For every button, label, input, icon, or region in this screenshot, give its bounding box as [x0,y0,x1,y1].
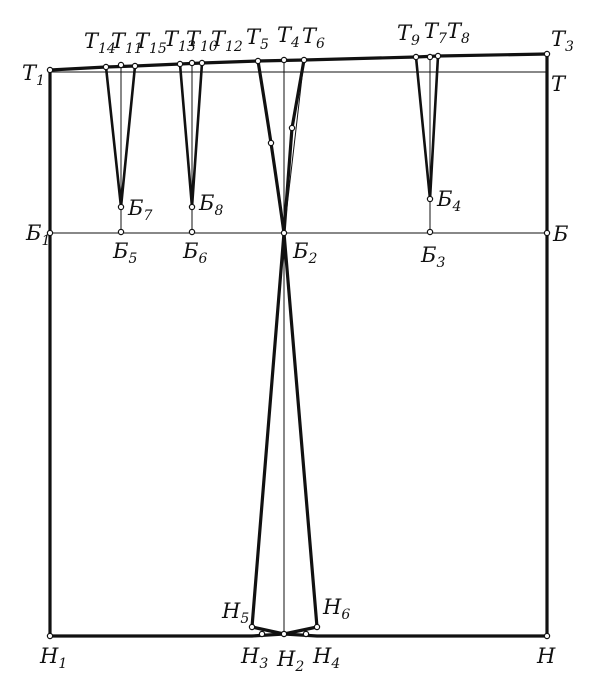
point-T5 [254,57,262,65]
label-B: Б [552,222,568,246]
label-B4: Б4 [436,187,461,215]
label-H2: H2 [276,647,304,675]
hem-line [48,632,549,638]
point-side-right [288,124,296,132]
pattern-outline [48,52,549,638]
label-B7: Б7 [127,196,152,224]
point-side-left [267,139,275,147]
point-H6 [313,623,321,631]
point-T13 [176,60,184,68]
point-H2 [280,630,288,638]
point-B2 [280,229,288,237]
label-T4: T4 [277,23,300,51]
labels: T1 T14 T11 T15 T13 T10 T12 T5 T4 T6 T9 T… [22,19,574,675]
point-B [543,229,551,237]
side-seam-right [282,58,319,629]
label-T1: T1 [22,61,45,89]
label-B3: Б3 [420,243,445,271]
point-B8 [188,203,196,211]
point-T4 [280,56,288,64]
label-B5: Б5 [112,239,137,267]
label-T15: T15 [135,29,167,57]
construction-lines [50,57,548,636]
label-T7: T7 [424,19,447,47]
point-B4 [426,195,434,203]
dart-2 [178,61,204,208]
point-H3 [258,630,266,638]
point-H4 [302,630,310,638]
point-B5 [117,228,125,236]
label-B2: Б2 [292,239,317,267]
label-T12: T12 [211,27,243,55]
label-B8: Б8 [198,191,223,219]
point-T8 [434,52,442,60]
hem-flare-right [282,625,319,636]
label-H1: H1 [39,644,67,672]
label-T8: T8 [447,19,470,47]
label-T11: T11 [111,29,143,57]
point-H1 [46,632,54,640]
point-B1 [46,229,54,237]
point-T1 [46,66,54,74]
label-T5: T5 [246,25,269,53]
label-T14: T14 [84,29,116,57]
point-T12 [198,59,206,67]
label-H: H [536,644,556,668]
label-H5: H5 [221,599,249,627]
label-T3: T3 [551,27,574,55]
point-H [543,632,551,640]
side-seam-left [250,59,286,629]
points [46,50,551,640]
point-H5 [248,623,256,631]
point-T7 [426,53,434,61]
point-T11 [117,61,125,69]
point-T9 [412,53,420,61]
point-T3 [543,50,551,58]
point-B6 [188,228,196,236]
point-B3 [426,228,434,236]
label-B1: Б1 [25,221,50,249]
point-T6 [300,56,308,64]
darts [104,54,440,208]
label-T6: T6 [302,24,325,52]
label-T13: T13 [164,27,196,55]
label-H6: H6 [322,595,350,623]
point-T10 [188,59,196,67]
dart-3 [414,54,440,200]
hem-flare-left [250,625,286,636]
label-H4: H4 [312,644,340,672]
label-T: T [551,72,567,96]
label-T9: T9 [397,21,420,49]
label-H3: H3 [240,644,268,672]
point-B7 [117,203,125,211]
point-T14 [102,63,110,71]
label-T10: T10 [186,27,218,55]
label-B6: Б6 [182,239,207,267]
point-T15 [131,62,139,70]
